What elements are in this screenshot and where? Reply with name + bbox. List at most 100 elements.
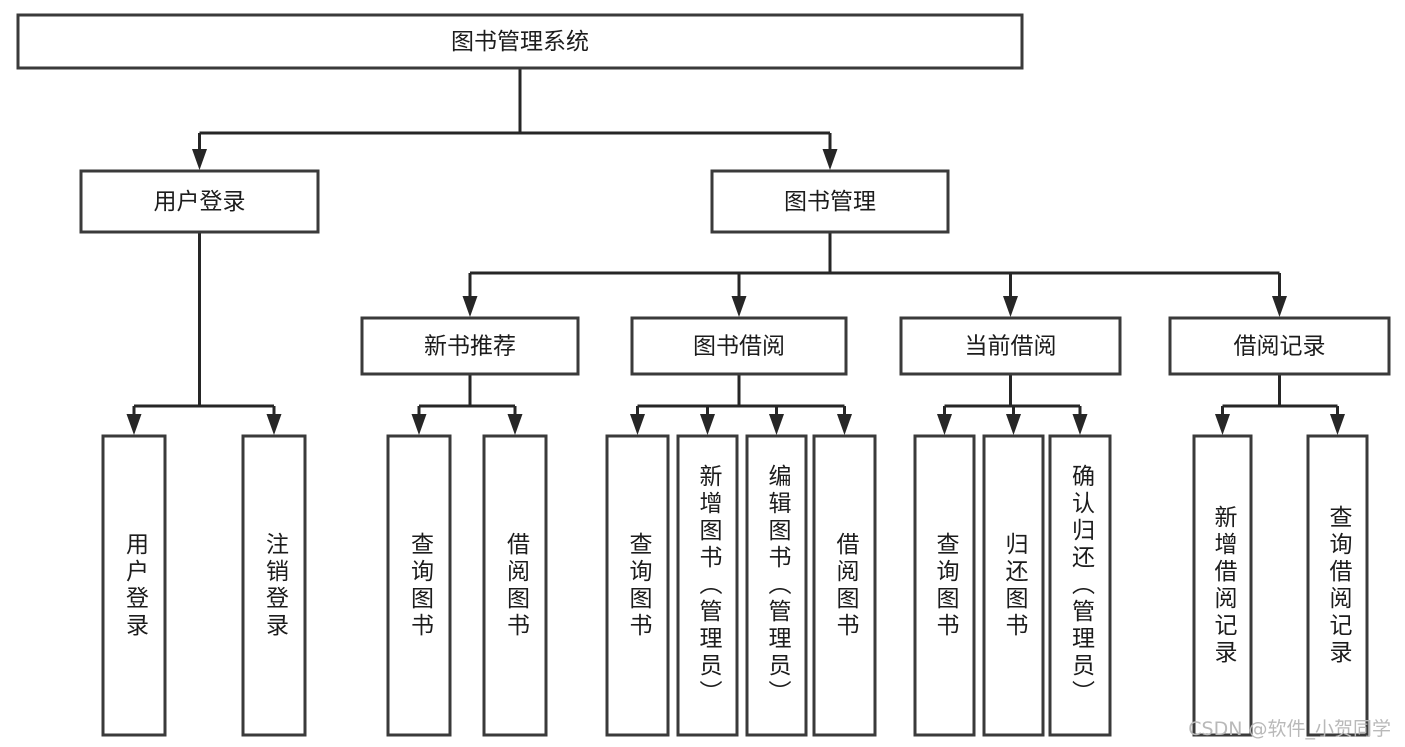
node-label-leaf-logout: 注销登录 <box>261 531 288 640</box>
node-label-leaf-query-record: 查询借阅记录 <box>1325 504 1351 667</box>
node-leaf-query-record[interactable]: 查询借阅记录 <box>1306 434 1369 737</box>
node-box-book-borrow <box>630 316 848 376</box>
node-label-wrap-leaf-query-book-1: 查询图书 <box>406 531 433 640</box>
node-label-wrap-leaf-logout: 注销登录 <box>243 436 305 735</box>
arrow-head-leaf-borrow-book-2 <box>837 414 852 435</box>
arrow-head-current-borrow <box>1003 296 1018 317</box>
node-leaf-add-record[interactable]: 新增借阅记录 <box>1192 434 1253 737</box>
node-leaf-return-book[interactable]: 归还图书 <box>982 434 1045 737</box>
node-box-leaf-borrow-book-2 <box>812 434 877 737</box>
edge-group-book-borrow <box>630 374 852 435</box>
node-book-manage[interactable]: 图书管理 <box>710 169 950 234</box>
node-box-borrow-record <box>1168 316 1391 376</box>
edge-group-borrow-record <box>1215 374 1345 435</box>
node-leaf-edit-book[interactable]: 编辑图书（管理员） <box>745 434 808 737</box>
arrow-head-book-borrow <box>731 296 747 317</box>
vertical-label-holder: 确认归还（管理员） <box>1050 436 1110 735</box>
node-current-borrow[interactable]: 当前借阅 <box>899 316 1122 376</box>
node-leaf-query-book-2[interactable]: 查询图书 <box>605 434 670 737</box>
node-new-book-rec[interactable]: 新书推荐 <box>360 316 580 376</box>
node-box-leaf-return-book <box>982 434 1045 737</box>
node-label-wrap-leaf-edit-book: 编辑图书（管理员） <box>747 436 806 735</box>
arrow-head-leaf-logout <box>266 414 282 435</box>
edge-group-new-book-rec <box>411 374 523 435</box>
node-leaf-query-book-3[interactable]: 查询图书 <box>913 434 976 737</box>
node-box-leaf-user-login <box>101 434 167 737</box>
node-label-leaf-add-book: 新增图书（管理员） <box>695 464 721 707</box>
node-box-leaf-add-book <box>676 434 739 737</box>
node-user-login[interactable]: 用户登录 <box>79 169 320 234</box>
node-label-leaf-query-book-1: 查询图书 <box>406 531 433 640</box>
arrow-head-leaf-query-book-1 <box>411 414 427 435</box>
edge-group-book-manage <box>462 232 1287 317</box>
vertical-label-holder: 查询图书 <box>607 436 668 735</box>
node-label-wrap-leaf-add-book: 新增图书（管理员） <box>678 436 737 735</box>
node-leaf-user-login[interactable]: 用户登录 <box>101 434 167 737</box>
node-leaf-query-book-1[interactable]: 查询图书 <box>386 434 452 737</box>
arrow-head-leaf-edit-book <box>769 414 784 435</box>
arrow-head-leaf-add-record <box>1215 414 1230 435</box>
node-label-leaf-confirm-return: 确认归还（管理员） <box>1067 464 1094 707</box>
vertical-label-holder: 新增图书（管理员） <box>678 436 737 735</box>
node-box-book-manage <box>710 169 950 234</box>
node-label-book-manage: 图书管理 <box>784 189 876 215</box>
vertical-label-holder: 查询图书 <box>915 436 974 735</box>
vertical-label-holder: 编辑图书（管理员） <box>747 436 806 735</box>
edge-group-user-login <box>126 232 282 435</box>
vertical-label-holder: 归还图书 <box>984 436 1043 735</box>
edge-group-current-borrow <box>937 374 1088 435</box>
node-label-new-book-rec: 新书推荐 <box>424 334 516 360</box>
arrow-head-leaf-query-book-3 <box>937 414 952 435</box>
arrow-head-leaf-return-book <box>1006 414 1021 435</box>
connector-layer <box>126 68 1345 435</box>
vertical-label-holder: 查询借阅记录 <box>1308 436 1367 735</box>
node-label-user-login: 用户登录 <box>154 189 246 215</box>
node-label-leaf-query-book-3: 查询图书 <box>932 531 958 640</box>
node-label-root: 图书管理系统 <box>451 29 589 55</box>
vertical-label-holder: 新增借阅记录 <box>1194 436 1251 735</box>
arrow-head-user-login <box>192 149 207 170</box>
arrow-head-borrow-record <box>1272 296 1287 317</box>
node-box-leaf-query-book-1 <box>386 434 452 737</box>
node-leaf-borrow-book-2[interactable]: 借阅图书 <box>812 434 877 737</box>
node-book-borrow[interactable]: 图书借阅 <box>630 316 848 376</box>
node-label-leaf-borrow-book-1: 借阅图书 <box>502 531 529 640</box>
node-label-leaf-borrow-book-2: 借阅图书 <box>832 531 858 640</box>
arrow-head-leaf-borrow-book-1 <box>507 414 523 435</box>
node-box-leaf-logout <box>241 434 307 737</box>
node-box-leaf-query-book-2 <box>605 434 670 737</box>
node-label-wrap-leaf-query-record: 查询借阅记录 <box>1308 436 1367 735</box>
node-box-leaf-edit-book <box>745 434 808 737</box>
node-label-leaf-query-book-2: 查询图书 <box>625 531 651 640</box>
node-leaf-add-book[interactable]: 新增图书（管理员） <box>676 434 739 737</box>
vertical-label-holder: 注销登录 <box>243 436 305 735</box>
node-label-leaf-user-login: 用户登录 <box>121 531 148 640</box>
arrow-head-new-book-rec <box>462 296 478 317</box>
node-label-wrap-leaf-confirm-return: 确认归还（管理员） <box>1050 436 1110 735</box>
node-borrow-record[interactable]: 借阅记录 <box>1168 316 1391 376</box>
node-leaf-borrow-book-1[interactable]: 借阅图书 <box>482 434 548 737</box>
node-label-wrap-leaf-query-book-2: 查询图书 <box>607 436 668 735</box>
node-root[interactable]: 图书管理系统 <box>16 13 1024 70</box>
arrow-head-leaf-query-record <box>1330 414 1345 435</box>
node-box-leaf-query-record <box>1306 434 1369 737</box>
node-box-leaf-borrow-book-1 <box>482 434 548 737</box>
node-box-leaf-query-book-3 <box>913 434 976 737</box>
vertical-label-holder: 借阅图书 <box>484 436 546 735</box>
arrow-head-leaf-add-book <box>700 414 715 435</box>
arrow-head-leaf-user-login <box>126 414 142 435</box>
node-label-wrap-leaf-borrow-book-1: 借阅图书 <box>484 436 546 735</box>
node-leaf-logout[interactable]: 注销登录 <box>241 434 307 737</box>
node-box-current-borrow <box>899 316 1122 376</box>
node-box-leaf-add-record <box>1192 434 1253 737</box>
node-leaf-confirm-return[interactable]: 确认归还（管理员） <box>1048 434 1112 737</box>
node-box-user-login <box>79 169 320 234</box>
arrow-head-leaf-query-book-2 <box>630 414 645 435</box>
node-label-leaf-edit-book: 编辑图书（管理员） <box>764 464 790 707</box>
arrow-head-leaf-confirm-return <box>1072 414 1088 435</box>
node-label-borrow-record: 借阅记录 <box>1234 334 1326 360</box>
edge-group-root <box>192 68 838 170</box>
node-label-wrap-leaf-add-record: 新增借阅记录 <box>1194 436 1251 735</box>
node-label-leaf-return-book: 归还图书 <box>1001 531 1027 640</box>
